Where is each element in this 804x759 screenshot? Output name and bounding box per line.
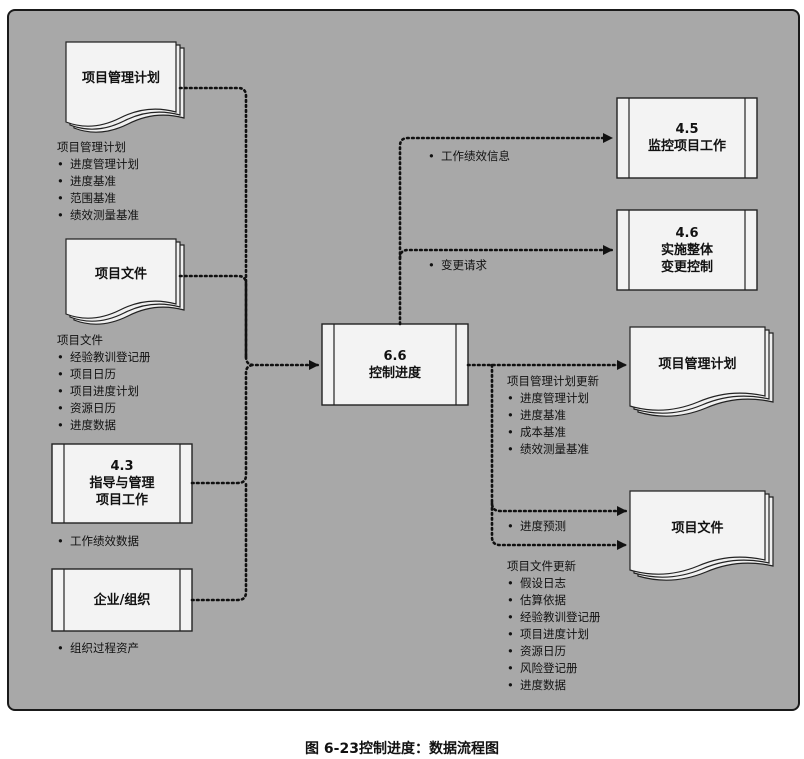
list-item: 假设日志 (507, 575, 601, 592)
direct-manage-line1: 指导与管理 (89, 476, 155, 491)
flow-label-text: 进度预测 (507, 518, 566, 535)
pm-plan-out-doc-shape (629, 326, 774, 417)
direct-manage-input-list: 工作绩效数据 (57, 533, 139, 550)
change-control-process-box: 4.6 实施整体 变更控制 (629, 212, 745, 288)
monitor-process-box: 4.5 监控项目工作 (629, 106, 745, 170)
pm-plan-input-list: 项目管理计划 进度管理计划 进度基准 范围基准 绩效测量基准 (57, 139, 139, 224)
flow-docs-forecast-out (490, 501, 628, 550)
list-item: 进度管理计划 (507, 390, 599, 407)
change-control-number: 4.6 (675, 225, 699, 241)
list-item: 成本基准 (507, 424, 599, 441)
direct-manage-process-box: 4.3 指导与管理 项目工作 (64, 450, 180, 517)
direct-manage-line2: 项目工作 (95, 493, 148, 508)
list-item: 资源日历 (57, 400, 151, 417)
list-item: 风险登记册 (507, 660, 601, 677)
pm-plan-list-title: 项目管理计划 (57, 140, 126, 154)
change-control-process-shape (616, 209, 758, 291)
flow-docs-in (178, 274, 248, 359)
central-process-box: 6.6 控制进度 (334, 330, 456, 399)
project-docs-doc-title: 项目文件 (94, 266, 147, 282)
central-process-number: 6.6 (383, 348, 407, 364)
flow-label-text: 变更请求 (428, 257, 487, 274)
pm-plan-update-title: 项目管理计划更新 (507, 374, 599, 388)
pm-plan-update-list: 项目管理计划更新 进度管理计划 进度基准 成本基准 绩效测量基准 (507, 373, 599, 458)
forecast-flow-label: 进度预测 (507, 518, 566, 535)
list-item: 项目进度计划 (507, 626, 601, 643)
monitor-flow-label: 工作绩效信息 (428, 148, 510, 165)
pm-plan-out-doc-title: 项目管理计划 (658, 356, 737, 372)
direct-manage-number: 4.3 (110, 459, 134, 474)
project-docs-doc-shape (65, 238, 185, 325)
pm-plan-doc-title: 项目管理计划 (81, 70, 160, 86)
monitor-process-shape (616, 97, 758, 179)
flow-label-text: 工作绩效信息 (428, 148, 510, 165)
list-item: 项目进度计划 (57, 383, 151, 400)
pm-plan-doc-shape (65, 41, 185, 133)
change-flow-label: 变更请求 (428, 257, 487, 274)
flow-enterprise-in (190, 481, 248, 602)
flow-change-out (398, 245, 614, 260)
flow-main-in (244, 355, 320, 370)
list-item: 进度数据 (57, 417, 151, 434)
docs-update-title: 项目文件更新 (507, 559, 576, 573)
list-item: 进度管理计划 (57, 156, 139, 173)
flow-direct-manage-in (190, 363, 256, 485)
list-item: 经验教训登记册 (507, 609, 601, 626)
monitor-number: 4.5 (675, 122, 699, 137)
monitor-name: 监控项目工作 (647, 139, 726, 154)
enterprise-input-list: 组织过程资产 (57, 640, 139, 657)
list-item: 进度基准 (57, 173, 139, 190)
list-item: 经验教训登记册 (57, 349, 151, 366)
list-item: 项目日历 (57, 366, 151, 383)
list-item: 工作绩效数据 (57, 533, 139, 550)
figure-caption: 图 6-23控制进度：数据流程图 (305, 741, 499, 757)
docs-out-doc-title: 项目文件 (671, 520, 724, 536)
docs-out-doc-shape (629, 490, 774, 581)
direct-manage-process-shape (51, 443, 193, 524)
list-item: 组织过程资产 (57, 640, 139, 657)
central-process-shape (321, 323, 469, 406)
change-control-line1: 实施整体 (660, 242, 713, 258)
flow-docs-out-trunk (490, 363, 628, 516)
enterprise-title: 企业/组织 (93, 592, 151, 608)
enterprise-shape (51, 568, 193, 632)
flow-pm-plan-in (178, 86, 248, 359)
flow-monitor-out (398, 133, 614, 326)
list-item: 绩效测量基准 (507, 441, 599, 458)
project-docs-list-title: 项目文件 (57, 333, 103, 347)
central-process-name: 控制进度 (368, 365, 421, 381)
list-item: 进度数据 (507, 677, 601, 694)
change-control-line2: 变更控制 (660, 259, 713, 275)
project-docs-input-list: 项目文件 经验教训登记册 项目日历 项目进度计划 资源日历 进度数据 (57, 332, 151, 434)
list-item: 进度基准 (507, 407, 599, 424)
docs-update-list: 项目文件更新 假设日志 估算依据 经验教训登记册 项目进度计划 资源日历 风险登… (507, 558, 601, 694)
list-item: 绩效测量基准 (57, 207, 139, 224)
list-item: 范围基准 (57, 190, 139, 207)
list-item: 估算依据 (507, 592, 601, 609)
list-item: 资源日历 (507, 643, 601, 660)
